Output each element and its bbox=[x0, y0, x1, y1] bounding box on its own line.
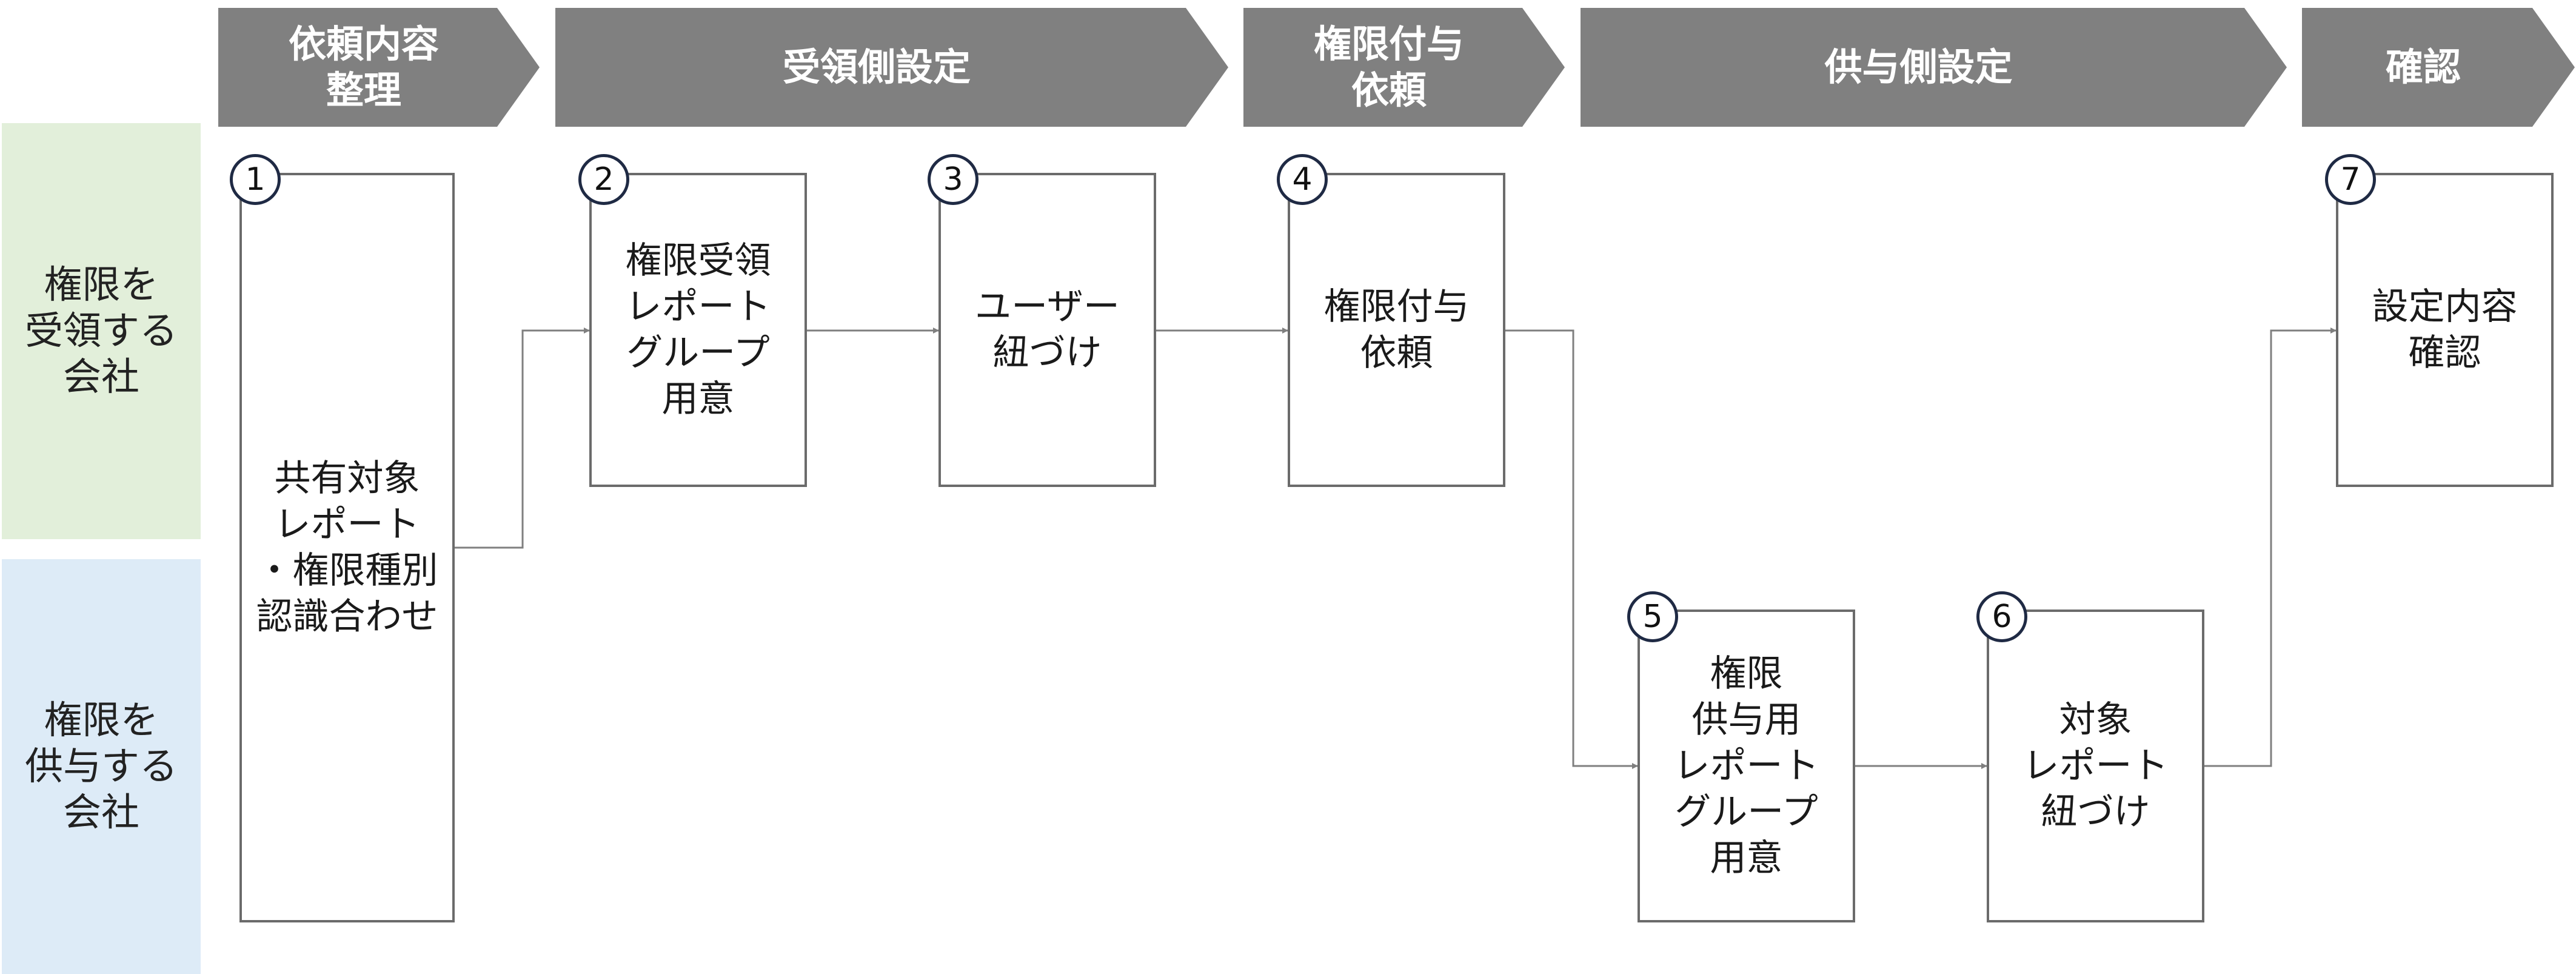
phase-label: 供与側設定 bbox=[1824, 45, 2013, 89]
lane-receiving-label: 権限を 受領する 会社 bbox=[25, 263, 178, 399]
step-3-number-badge: 3 bbox=[928, 154, 979, 205]
step-1-number: 1 bbox=[245, 161, 266, 198]
phase-label: 依頼内容 整理 bbox=[288, 22, 439, 112]
phase-label: 確認 bbox=[2385, 45, 2461, 89]
phase-permission-request: 権限付与 依頼 bbox=[1243, 8, 1565, 127]
phase-label: 受領側設定 bbox=[782, 45, 971, 89]
step-4-label: 権限付与 依頼 bbox=[1323, 286, 1470, 374]
phase-grantor-settings: 供与側設定 bbox=[1581, 8, 2287, 127]
step-2-label: 権限受領 レポート グループ 用意 bbox=[625, 240, 771, 420]
step-5-number: 5 bbox=[1642, 599, 1663, 635]
step-2-number-badge: 2 bbox=[578, 154, 629, 205]
step-5-number-badge: 5 bbox=[1627, 591, 1678, 642]
step-3-number: 3 bbox=[943, 161, 963, 198]
step-4-box: 権限付与 依頼 bbox=[1288, 173, 1505, 487]
step-2-box: 権限受領 レポート グループ 用意 bbox=[589, 173, 807, 487]
step-2-number: 2 bbox=[594, 161, 614, 198]
step-7-number-badge: 7 bbox=[2325, 154, 2376, 205]
lane-granting-company: 権限を 供与する 会社 bbox=[2, 559, 201, 974]
step-4-number-badge: 4 bbox=[1277, 154, 1328, 205]
connector-4-5 bbox=[1505, 329, 1638, 769]
connector-6-7 bbox=[2204, 327, 2337, 767]
step-7-box: 設定内容 確認 bbox=[2336, 173, 2554, 487]
step-1-number-badge: 1 bbox=[230, 154, 281, 205]
step-7-number: 7 bbox=[2340, 161, 2361, 198]
lane-receiving-company: 権限を 受領する 会社 bbox=[2, 123, 201, 539]
phase-request-organize: 依頼内容 整理 bbox=[218, 8, 540, 127]
step-6-number: 6 bbox=[1992, 599, 2012, 635]
step-7-label: 設定内容 確認 bbox=[2372, 286, 2518, 374]
step-5-box: 権限 供与用 レポート グループ 用意 bbox=[1638, 610, 1855, 922]
step-4-number: 4 bbox=[1292, 161, 1313, 198]
step-5-label: 権限 供与用 レポート グループ 用意 bbox=[1673, 653, 1819, 879]
step-6-number-badge: 6 bbox=[1976, 591, 2027, 642]
connector-1-2 bbox=[455, 327, 590, 549]
step-3-box: ユーザー 紐づけ bbox=[938, 173, 1156, 487]
step-1-box: 共有対象 レポート ・権限種別 認識合わせ bbox=[239, 173, 455, 922]
phase-label: 権限付与 依頼 bbox=[1313, 22, 1464, 112]
step-6-label: 対象 レポート 紐づけ bbox=[2022, 699, 2169, 833]
phase-confirmation: 確認 bbox=[2302, 8, 2575, 127]
lane-granting-label: 権限を 供与する 会社 bbox=[25, 698, 178, 835]
step-6-box: 対象 レポート 紐づけ bbox=[1987, 610, 2204, 922]
step-1-label: 共有対象 レポート ・権限種別 認識合わせ bbox=[256, 457, 438, 638]
step-3-label: ユーザー 紐づけ bbox=[975, 286, 1120, 374]
phase-receiver-settings: 受領側設定 bbox=[555, 8, 1228, 127]
